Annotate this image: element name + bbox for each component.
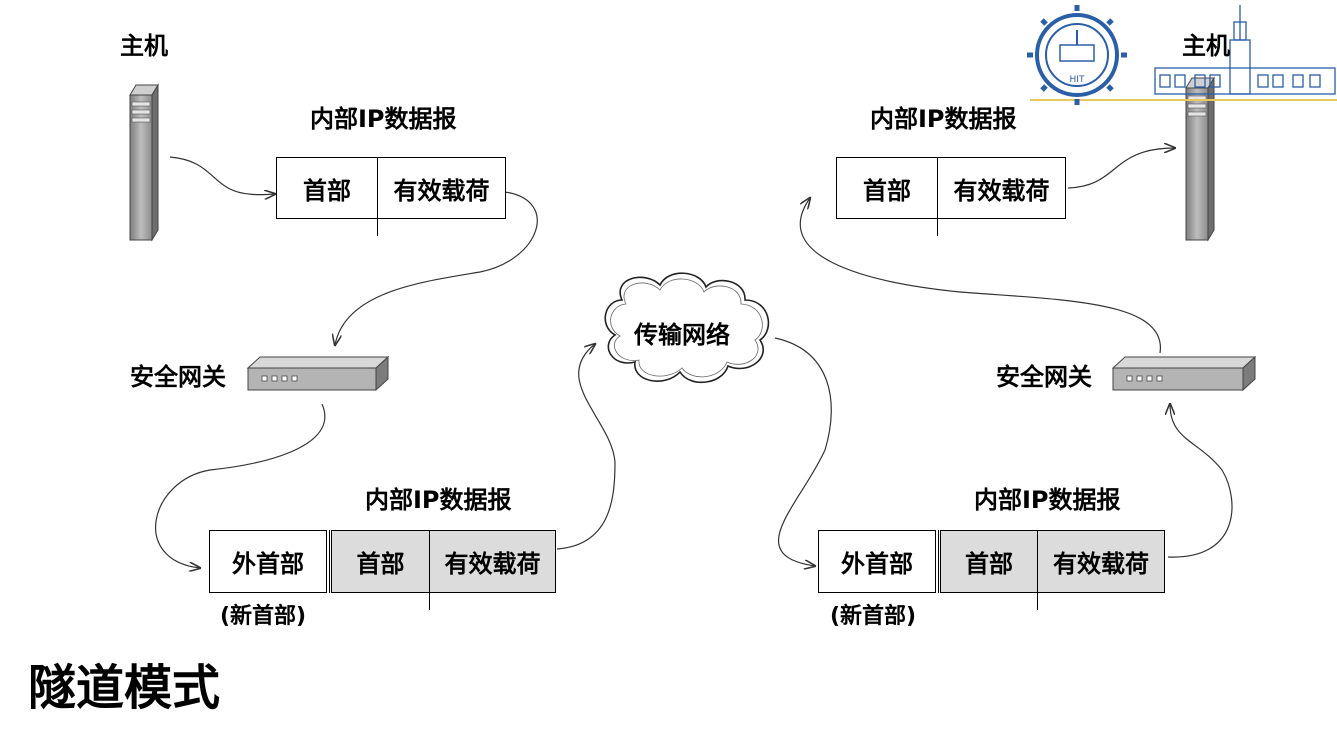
header-field: 首部 xyxy=(276,157,378,219)
page-title: 隧道模式 xyxy=(28,660,221,716)
arrow-datagram-to-host-right xyxy=(1067,148,1175,189)
inner-datagram-label-top-right: 内部IP数据报 xyxy=(870,105,1017,133)
gateway-right-icon xyxy=(1111,355,1257,392)
payload-field: 有效载荷 xyxy=(429,530,556,593)
logo-text: HIT xyxy=(1070,75,1085,85)
payload-field: 有效载荷 xyxy=(1037,530,1165,593)
double-divider xyxy=(938,530,939,593)
new-header-label-left: (新首部) xyxy=(220,604,307,629)
host-right-label: 主机 xyxy=(1182,32,1230,60)
host-left-label: 主机 xyxy=(120,32,168,60)
inner-datagram-label-bottom-left: 内部IP数据报 xyxy=(365,486,512,514)
payload-field: 有效载荷 xyxy=(937,157,1066,219)
header-field: 首部 xyxy=(836,157,938,219)
field-divider-tick xyxy=(1037,593,1038,610)
payload-field: 有效载荷 xyxy=(377,157,506,219)
arrow-cloud-to-tunnel-right xyxy=(774,337,832,566)
field-divider-tick xyxy=(377,219,378,236)
outer-header-field: 外首部 xyxy=(209,530,327,593)
host-right-icon xyxy=(1185,76,1215,242)
gateway-right-label: 安全网关 xyxy=(996,363,1092,391)
network-label: 传输网络 xyxy=(634,321,730,349)
inner-datagram-label-top-left: 内部IP数据报 xyxy=(310,105,457,133)
network-cloud-icon xyxy=(604,272,770,384)
field-divider-tick xyxy=(429,593,430,610)
field-divider-tick xyxy=(937,219,938,236)
university-logo: HIT xyxy=(1027,5,1337,105)
gateway-left-label: 安全网关 xyxy=(130,363,226,391)
header-field: 首部 xyxy=(940,530,1038,593)
inner-datagram-label-bottom-right: 内部IP数据报 xyxy=(974,486,1121,514)
gateway-left-icon xyxy=(246,355,390,392)
arrow-tunnel-to-gateway-right xyxy=(1168,404,1233,558)
arrow-host-to-datagram xyxy=(169,156,275,195)
double-divider xyxy=(329,530,330,593)
header-field: 首部 xyxy=(331,530,430,593)
arrow-datagram-to-gateway-left xyxy=(335,191,538,345)
new-header-label-right: (新首部) xyxy=(830,604,917,629)
arrow-gateway-to-datagram-right xyxy=(799,198,1161,354)
outer-header-field: 外首部 xyxy=(818,530,936,593)
host-left-icon xyxy=(129,83,159,242)
arrow-gateway-to-tunnel-left xyxy=(155,403,326,568)
arrow-tunnel-to-cloud xyxy=(556,344,616,550)
